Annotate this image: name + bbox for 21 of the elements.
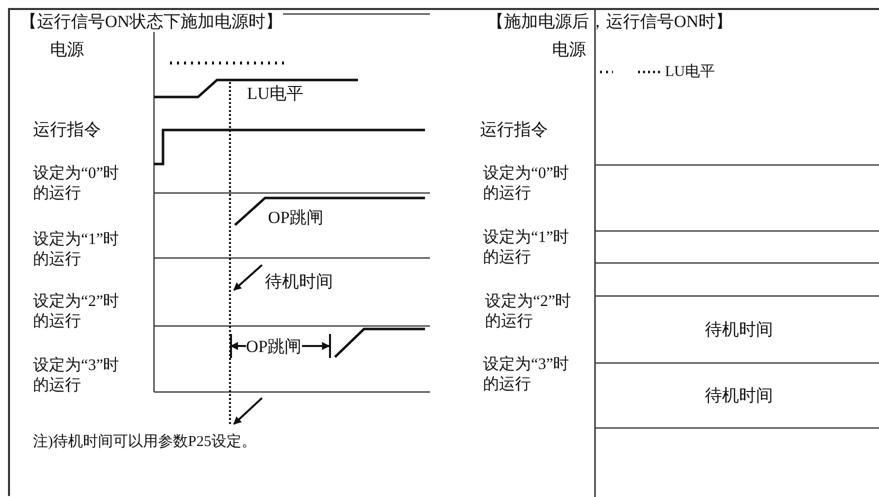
signal-label: 设定为“1”时的运行	[483, 228, 570, 268]
signal-label: 设定为“0”时的运行	[483, 164, 570, 204]
level-label: LU电平	[247, 84, 304, 104]
event-label: 待机时间	[705, 386, 773, 406]
signal-label: 设定为“2”时的运行	[485, 292, 572, 332]
note: 注)待机时间可以用参数P25设定。	[33, 432, 256, 452]
signal-label: 设定为“2”时的运行	[33, 292, 120, 332]
level-label: LU电平	[665, 62, 715, 82]
signal-label: 设定为“1”时的运行	[33, 230, 120, 270]
signal-label: 设定为“3”时的运行	[483, 355, 570, 395]
signal-label: 电源	[50, 40, 84, 60]
event-label: 待机时间	[705, 320, 773, 340]
signal-label: 运行指令	[33, 120, 101, 140]
signal-label: 设定为“0”时的运行	[33, 164, 120, 204]
signal-label: 运行指令	[480, 120, 548, 140]
panel-heading: 【施加电源后，运行信号ON时】	[487, 12, 733, 32]
signal-label: 设定为“3”时的运行	[33, 356, 120, 396]
event-label: 待机时间	[265, 272, 333, 292]
event-label: OP跳闸	[268, 208, 324, 228]
event-label: OP跳闸	[246, 337, 302, 357]
signal-label: 电源	[552, 40, 586, 60]
